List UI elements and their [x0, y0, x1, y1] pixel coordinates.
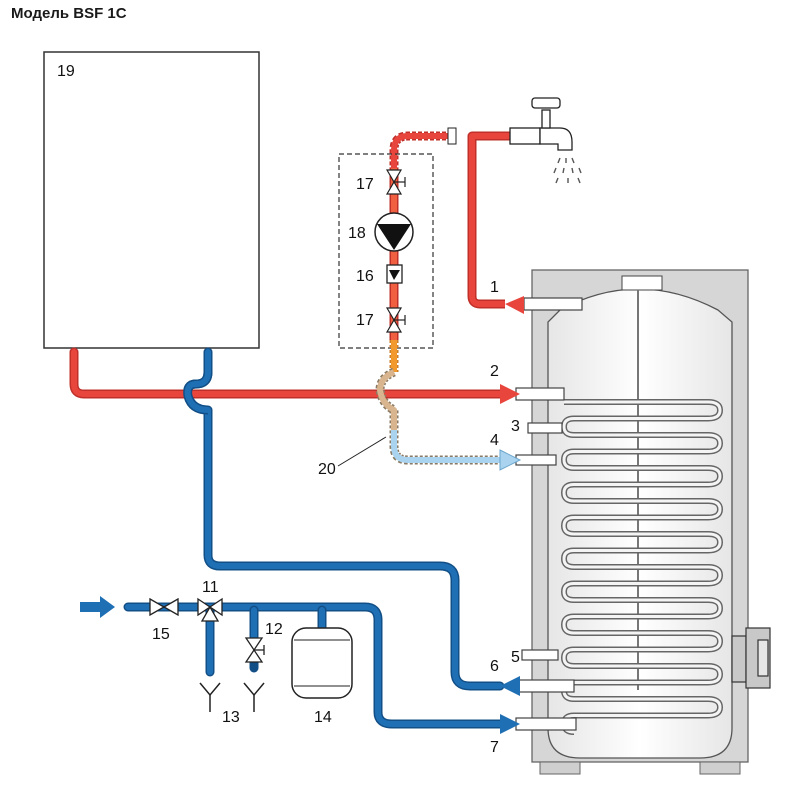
side-flange [731, 627, 771, 689]
arrow-6 [500, 676, 520, 696]
cold-crossover-fill [184, 371, 211, 413]
label-16: 16 [356, 268, 374, 285]
shutoff-valve-17-top [385, 169, 406, 195]
heat-exchanger-coil-inner [562, 400, 722, 734]
label-14: 14 [314, 709, 332, 726]
boiler-unit [43, 51, 260, 349]
label-7: 7 [490, 739, 499, 756]
label-1: 1 [490, 279, 499, 296]
label-4: 4 [490, 432, 499, 449]
leader-20 [337, 436, 387, 467]
hot-water-tap-line [389, 131, 512, 309]
arrow-7 [500, 714, 520, 734]
pipe-coupling [447, 127, 457, 145]
circulation-pump-18 [374, 212, 414, 252]
label-11: 11 [202, 579, 219, 596]
label-6: 6 [490, 658, 499, 675]
drain-valve-12 [244, 637, 265, 663]
label-17-top: 17 [356, 176, 374, 193]
diagram-title: Модель BSF 1C [11, 5, 127, 22]
check-valve-16 [386, 264, 403, 284]
label-15: 15 [152, 626, 170, 643]
recirc-return [375, 367, 500, 465]
label-2: 2 [490, 363, 499, 380]
tank-nozzles [515, 297, 583, 731]
label-3: 3 [511, 418, 520, 435]
shutoff-valve-17-bottom [385, 307, 406, 333]
label-18: 18 [348, 225, 366, 242]
safety-valve-11 [197, 597, 223, 622]
recirculation-group-box [338, 153, 434, 349]
water-inlet-arrow [80, 596, 115, 618]
label-13: 13 [222, 709, 240, 726]
cold-inlet-pipe [123, 602, 505, 729]
arrow-4 [499, 449, 522, 471]
label-20: 20 [318, 461, 336, 478]
valve-15 [149, 597, 179, 617]
label-17-bottom: 17 [356, 312, 374, 329]
label-12: 12 [265, 621, 283, 638]
label-5: 5 [511, 649, 520, 666]
expansion-vessel-14 [291, 627, 353, 699]
hot-flow-pipe [69, 347, 505, 399]
label-19: 19 [57, 63, 75, 80]
arrow-1 [505, 296, 524, 314]
water-spray [553, 157, 582, 184]
drain-funnels-13 [199, 682, 265, 712]
arrow-2 [500, 384, 520, 404]
water-tap [509, 97, 573, 151]
